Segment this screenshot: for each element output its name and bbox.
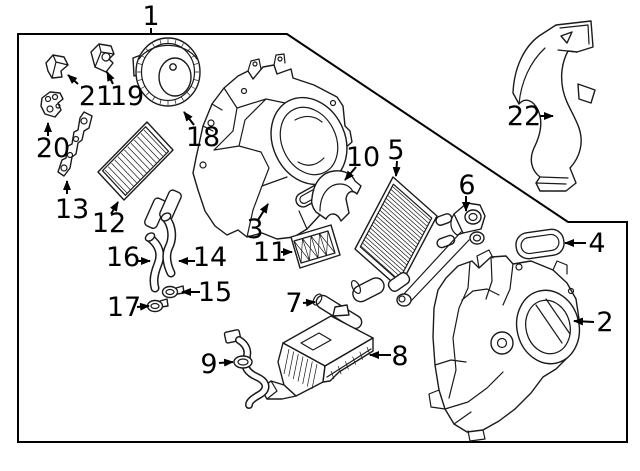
part-13-bracket [57, 111, 93, 177]
callout-16-label[interactable]: 16 [106, 242, 140, 273]
part-2-blower-housing [428, 249, 581, 442]
callout-3-label[interactable]: 3 [246, 214, 263, 245]
part-12-filter-core [97, 121, 174, 201]
callout-19-arrow [106, 71, 115, 85]
callout-15-label[interactable]: 15 [198, 277, 232, 308]
callout-5-arrow [392, 160, 401, 177]
part-17-hose-clamp [146, 298, 169, 313]
callout-17-label[interactable]: 17 [107, 292, 141, 323]
callout-18-label[interactable]: 18 [186, 122, 220, 153]
callout-9-arrow [218, 358, 234, 367]
callout-labels: 1 2 3 4 5 6 7 8 9 10 11 12 13 14 15 16 1… [36, 1, 614, 380]
callout-7-label[interactable]: 7 [285, 288, 302, 319]
part-22-rear-duct [512, 20, 596, 192]
foam-tube [350, 277, 385, 303]
callout-11-label[interactable]: 11 [253, 237, 287, 268]
part-14-heater-hose [160, 212, 177, 278]
callout-3-arrow [257, 203, 269, 221]
part-19-actuator [90, 43, 115, 73]
callout-2-label[interactable]: 2 [596, 307, 613, 338]
part-8-intake-case [260, 304, 374, 400]
callout-7-arrow [302, 298, 316, 307]
diagram-border [17, 33, 628, 443]
callout-2-arrow [573, 317, 595, 326]
callout-6-label[interactable]: 6 [458, 170, 475, 201]
callout-10-arrow [344, 166, 357, 181]
callout-10-label[interactable]: 10 [346, 142, 380, 173]
part-6-pipe-assembly [396, 202, 486, 307]
part-9-drain-hose [223, 329, 270, 409]
callout-13-label[interactable]: 13 [55, 194, 89, 225]
part-18-blower-motor [132, 37, 201, 107]
part-15-hose-clamp [161, 285, 185, 299]
part-10-saddle-bracket [310, 170, 362, 222]
callout-17-arrow [136, 302, 150, 311]
callout-4-label[interactable]: 4 [588, 228, 605, 259]
callout-18-arrow [183, 111, 195, 126]
callout-20-label[interactable]: 20 [36, 133, 70, 164]
callout-12-arrow [110, 201, 119, 215]
callout-14-label[interactable]: 14 [193, 242, 227, 273]
callout-9-label[interactable]: 9 [200, 349, 217, 380]
part-4-seal [515, 228, 565, 260]
callout-5-label[interactable]: 5 [387, 135, 404, 166]
callout-21-arrow [67, 74, 79, 85]
callout-21-label[interactable]: 21 [79, 81, 113, 112]
part-21-actuator [45, 54, 69, 79]
part-11-core-frame [290, 224, 341, 269]
callout-8-label[interactable]: 8 [391, 341, 408, 372]
part-16-heater-hose [144, 232, 165, 293]
callout-22-label[interactable]: 22 [507, 101, 541, 132]
callout-19-label[interactable]: 19 [110, 81, 144, 112]
part-5-evaporator-core [354, 176, 456, 292]
callout-1-label[interactable]: 1 [142, 1, 159, 32]
callout-12-label[interactable]: 12 [92, 208, 126, 239]
callout-arrows [44, 28, 595, 367]
part-20-bracket [40, 91, 64, 118]
